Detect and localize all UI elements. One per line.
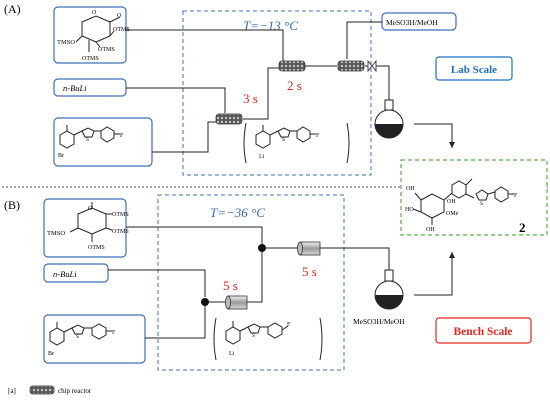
chip-reactor-legend-icon <box>29 385 55 395</box>
svg-text:Br: Br <box>48 351 54 357</box>
temperature-zone-b <box>157 194 345 371</box>
svg-text:OH: OH <box>406 186 415 192</box>
svg-text:S: S <box>282 137 285 143</box>
svg-text:Li: Li <box>259 154 265 160</box>
round-bottom-flask-b <box>374 269 404 310</box>
svg-text:S: S <box>76 334 79 340</box>
residence-time-b-1: 5 s <box>223 278 238 293</box>
section-a-label: (A) <box>4 2 21 16</box>
svg-text:OH: OH <box>426 227 435 233</box>
svg-text:OTMS: OTMS <box>112 229 129 235</box>
product-number: 2 <box>519 220 526 235</box>
svg-text:F: F <box>112 330 116 336</box>
mixer-b-2 <box>258 244 266 252</box>
mixer-b-1 <box>201 298 209 306</box>
svg-text:TMSO: TMSO <box>57 39 75 46</box>
aryllithium-intermediate-a: S F Li <box>243 122 350 164</box>
aryl-bromide-box-a: S F Br <box>53 117 153 167</box>
lactone-box-a: O O TMSO OTMS OTMS OTMS <box>53 6 130 64</box>
temperature-b: T=−36 °C <box>210 205 265 220</box>
svg-text:O: O <box>88 206 93 212</box>
lab-scale-badge: Lab Scale <box>435 56 513 81</box>
product-box: OH HO OH OMe OH S F 2 <box>400 159 548 236</box>
svg-text:OTMS: OTMS <box>88 245 105 251</box>
svg-text:OTMS: OTMS <box>113 27 130 33</box>
svg-text:MeSO3H/MeOH: MeSO3H/MeOH <box>386 18 438 27</box>
svg-text:TMSO: TMSO <box>47 230 65 237</box>
svg-text:O: O <box>117 13 122 19</box>
svg-text:Lab Scale: Lab Scale <box>451 64 497 76</box>
tube-reactor-b-2 <box>297 241 321 256</box>
valve-icon <box>367 59 377 73</box>
svg-text:S: S <box>86 137 89 143</box>
svg-text:F: F <box>287 322 291 328</box>
svg-text:OMe: OMe <box>446 211 459 217</box>
svg-text:HO: HO <box>405 207 414 213</box>
nbuli-box-b: n-BuLi <box>43 263 109 283</box>
residence-time-a-2: 2 s <box>287 78 302 93</box>
chip-reactor-a-1 <box>215 113 243 125</box>
footnote-tag: [a] <box>8 387 16 395</box>
svg-text:OTMS: OTMS <box>82 56 99 62</box>
svg-text:F: F <box>316 133 320 139</box>
round-bottom-flask-a <box>374 99 404 139</box>
temperature-zone-a <box>182 10 372 176</box>
svg-text:S: S <box>480 201 483 207</box>
footnote-text: chip reactor <box>58 387 92 395</box>
residence-time-a-1: 3 s <box>243 91 258 106</box>
bench-scale-badge: Bench Scale <box>435 317 532 344</box>
svg-text:OTMS: OTMS <box>98 47 115 53</box>
svg-text:n-BuLi: n-BuLi <box>53 269 77 279</box>
nbuli-box-a: n-BuLi <box>53 78 127 97</box>
svg-text:OH: OH <box>447 199 456 205</box>
svg-text:F: F <box>514 193 518 199</box>
residence-time-b-2: 5 s <box>302 264 317 279</box>
svg-text:Br: Br <box>58 153 64 159</box>
chip-reactor-a-2 <box>278 60 306 72</box>
svg-text:n-BuLi: n-BuLi <box>63 83 87 93</box>
aryl-bromide-box-b: S F Br <box>43 314 146 364</box>
lactone-box-b: O OTMS OTMS OTMS TMSO <box>43 198 129 258</box>
svg-text:F: F <box>120 133 124 139</box>
temperature-a: T=−13 °C <box>243 18 298 33</box>
acid-box-a: MeSO3H/MeOH <box>381 12 457 31</box>
section-b-label: (B) <box>4 198 20 212</box>
svg-text:OTMS: OTMS <box>112 212 129 218</box>
svg-text:O: O <box>92 10 97 16</box>
svg-text:S: S <box>252 333 255 339</box>
tube-reactor-b-1 <box>225 295 248 310</box>
chip-reactor-a-3 <box>337 60 365 72</box>
svg-text:Li: Li <box>229 351 235 357</box>
acid-label-b: MeSO3H/MeOH <box>353 317 405 326</box>
aryllithium-intermediate-b: S F Li <box>213 317 323 361</box>
svg-text:Bench Scale: Bench Scale <box>453 326 512 338</box>
